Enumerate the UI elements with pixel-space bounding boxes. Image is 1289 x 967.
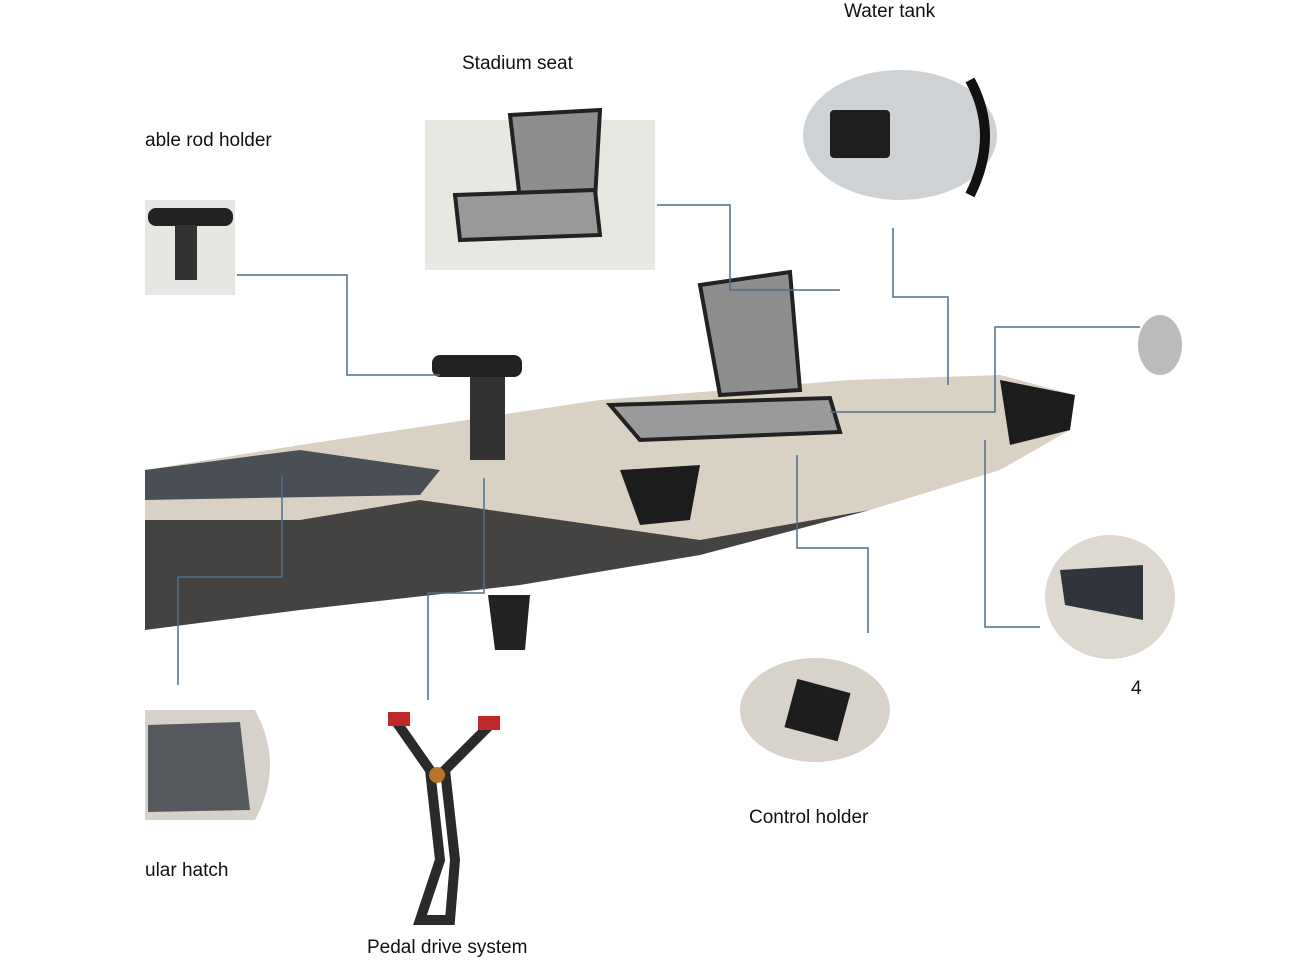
kayak-hull	[145, 375, 1075, 650]
kayak-rod-holder	[432, 355, 522, 460]
kayak-seat	[605, 269, 843, 443]
control-holder-inset	[740, 658, 890, 762]
right-top-inset	[1138, 315, 1182, 375]
label-stadium-seat: Stadium seat	[462, 53, 573, 74]
leader-line-stadium-seat	[657, 204, 840, 291]
leader-line-water-tank	[892, 228, 949, 385]
leader-line-control-holder	[796, 455, 869, 633]
pedal-drive-inset	[388, 712, 500, 925]
water-tank-inset	[803, 70, 997, 200]
label-partial-right: 4	[1131, 678, 1142, 699]
label-hatch: ular hatch	[145, 860, 229, 881]
rod-holder-inset	[145, 200, 235, 295]
stadium-seat-inset	[425, 107, 655, 270]
leader-line-hatch	[177, 475, 283, 685]
leader-line-right-bottom	[984, 440, 1040, 628]
label-water-tank: Water tank	[844, 1, 936, 22]
label-rod-holder: able rod holder	[145, 130, 272, 151]
leader-line-rod-holder	[237, 274, 440, 376]
leader-line-pedal-drive	[427, 478, 485, 700]
label-control-holder: Control holder	[749, 807, 869, 828]
label-pedal-drive: Pedal drive system	[367, 937, 528, 958]
leader-line-right-top	[830, 326, 1140, 413]
leader-lines	[177, 204, 1140, 700]
hatch-inset	[145, 710, 270, 820]
right-bottom-inset	[1045, 535, 1175, 659]
